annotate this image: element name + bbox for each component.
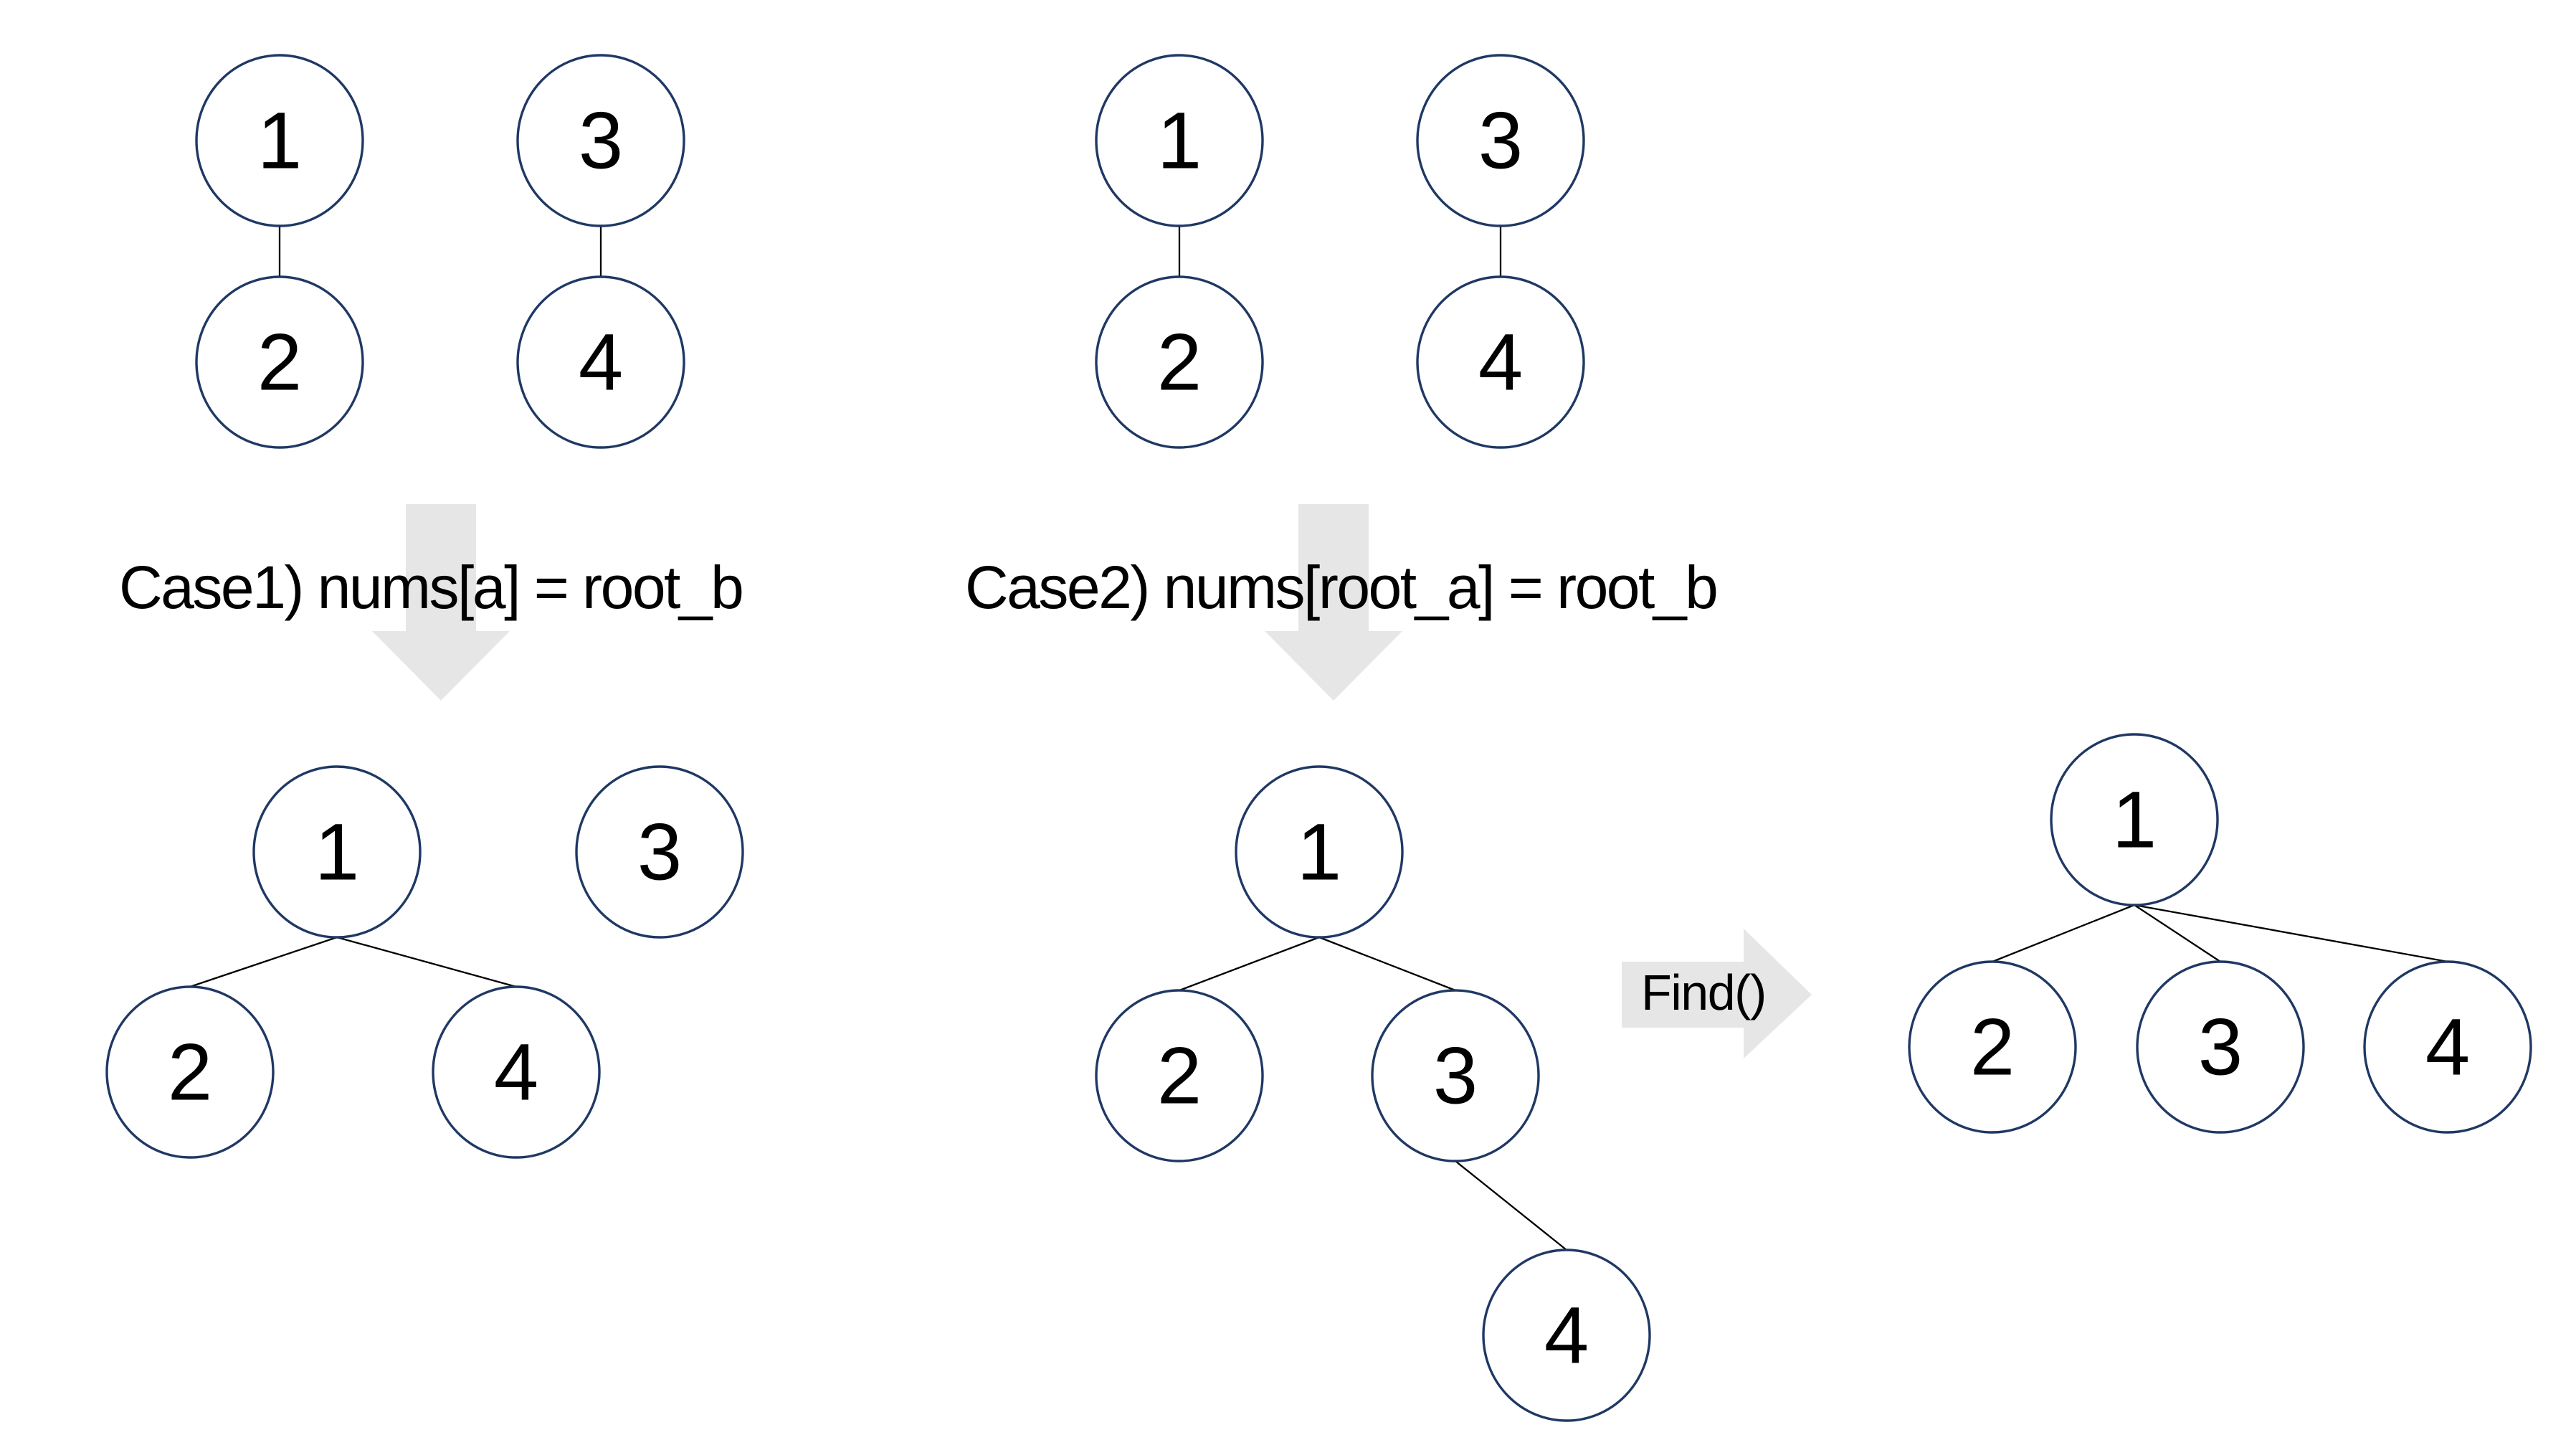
tree-node: 4 xyxy=(2363,960,2532,1134)
find-right-arrow xyxy=(1622,929,1812,1058)
tree-node-circle xyxy=(1235,765,1404,939)
tree-node-label: 3 xyxy=(637,807,682,897)
tree-node-circle xyxy=(432,985,601,1159)
tree-node: 4 xyxy=(1416,275,1585,449)
tree-node-circle xyxy=(1371,989,1540,1162)
tree-edge xyxy=(189,936,338,988)
tree-node: 2 xyxy=(195,275,364,449)
tree-node: 1 xyxy=(1235,765,1404,939)
tree-node-circle xyxy=(575,765,744,939)
tree-node: 4 xyxy=(1482,1249,1651,1422)
tree-node: 1 xyxy=(2050,733,2219,906)
case2-down-arrow xyxy=(1265,504,1402,701)
tree-node-circle xyxy=(1095,989,1264,1162)
tree-node-label: 1 xyxy=(2112,775,2157,865)
tree-node: 3 xyxy=(575,765,744,939)
tree-node-label: 3 xyxy=(1478,96,1523,186)
tree-node-circle xyxy=(252,765,422,939)
case2-result: 1 2 3 4 xyxy=(1095,765,1651,1422)
tree-node-label: 2 xyxy=(1157,318,1202,407)
tree-node-circle xyxy=(1416,275,1585,449)
tree-edge xyxy=(2134,904,2221,962)
tree-node: 3 xyxy=(2136,960,2305,1134)
tree-node-circle xyxy=(2363,960,2532,1134)
tree-node-circle xyxy=(1908,960,2077,1134)
tree-node-label: 2 xyxy=(257,318,302,407)
tree-node-circle xyxy=(1095,54,1264,227)
tree-edge xyxy=(2134,904,2448,963)
tree-node-circle xyxy=(516,275,685,449)
tree-node-label: 3 xyxy=(2198,1003,2243,1092)
tree-node: 1 xyxy=(195,54,364,227)
tree-node: 3 xyxy=(1416,54,1585,227)
tree-node: 2 xyxy=(105,985,275,1159)
tree-node-label: 4 xyxy=(1544,1291,1589,1380)
tree-edge xyxy=(336,936,517,988)
case1-result: 1 3 2 4 xyxy=(105,765,744,1159)
tree-node-circle xyxy=(195,54,364,227)
tree-node-label: 1 xyxy=(1157,96,1202,186)
tree-node-label: 3 xyxy=(1433,1031,1478,1121)
tree-node-label: 2 xyxy=(1970,1003,2015,1092)
tree-node-circle xyxy=(2136,960,2305,1134)
tree-node-label: 4 xyxy=(494,1028,538,1117)
tree-node-label: 1 xyxy=(315,807,359,897)
tree-node-circle xyxy=(1416,54,1585,227)
tree-node-circle xyxy=(105,985,275,1159)
find-result: 1 2 3 4 xyxy=(1908,733,2532,1134)
initial-pair-left: 1 2 3 4 xyxy=(195,54,685,449)
tree-edge xyxy=(1318,936,1456,992)
initial-pair-middle: 1 2 3 4 xyxy=(1095,54,1585,449)
tree-edge xyxy=(1179,936,1320,992)
tree-node: 4 xyxy=(516,275,685,449)
tree-node-label: 1 xyxy=(1297,807,1341,897)
case1-down-arrow xyxy=(372,504,510,701)
tree-node: 4 xyxy=(432,985,601,1159)
tree-node-label: 2 xyxy=(1157,1031,1202,1121)
tree-node-circle xyxy=(1482,1249,1651,1422)
tree-node: 1 xyxy=(252,765,422,939)
tree-node-label: 4 xyxy=(579,318,623,407)
tree-node-label: 4 xyxy=(1478,318,1523,407)
tree-node: 3 xyxy=(516,54,685,227)
tree-node-circle xyxy=(195,275,364,449)
tree-node-label: 1 xyxy=(257,96,302,186)
tree-edge xyxy=(1455,1160,1567,1251)
tree-node-circle xyxy=(1095,275,1264,449)
tree-edge xyxy=(1992,904,2135,963)
tree-node-label: 2 xyxy=(168,1028,212,1117)
tree-node-label: 3 xyxy=(579,96,623,186)
case1-label: Case1) nums[a] = root_b xyxy=(119,554,742,621)
tree-node-circle xyxy=(516,54,685,227)
tree-node-circle xyxy=(2050,733,2219,906)
tree-node: 2 xyxy=(1095,989,1264,1162)
tree-node: 1 xyxy=(1095,54,1264,227)
case2-label: Case2) nums[root_a] = root_b xyxy=(965,554,1716,621)
tree-node-label: 4 xyxy=(2425,1003,2470,1092)
tree-node: 2 xyxy=(1095,275,1264,449)
tree-node: 2 xyxy=(1908,960,2077,1134)
find-label: Find() xyxy=(1641,965,1766,1020)
tree-node: 3 xyxy=(1371,989,1540,1162)
